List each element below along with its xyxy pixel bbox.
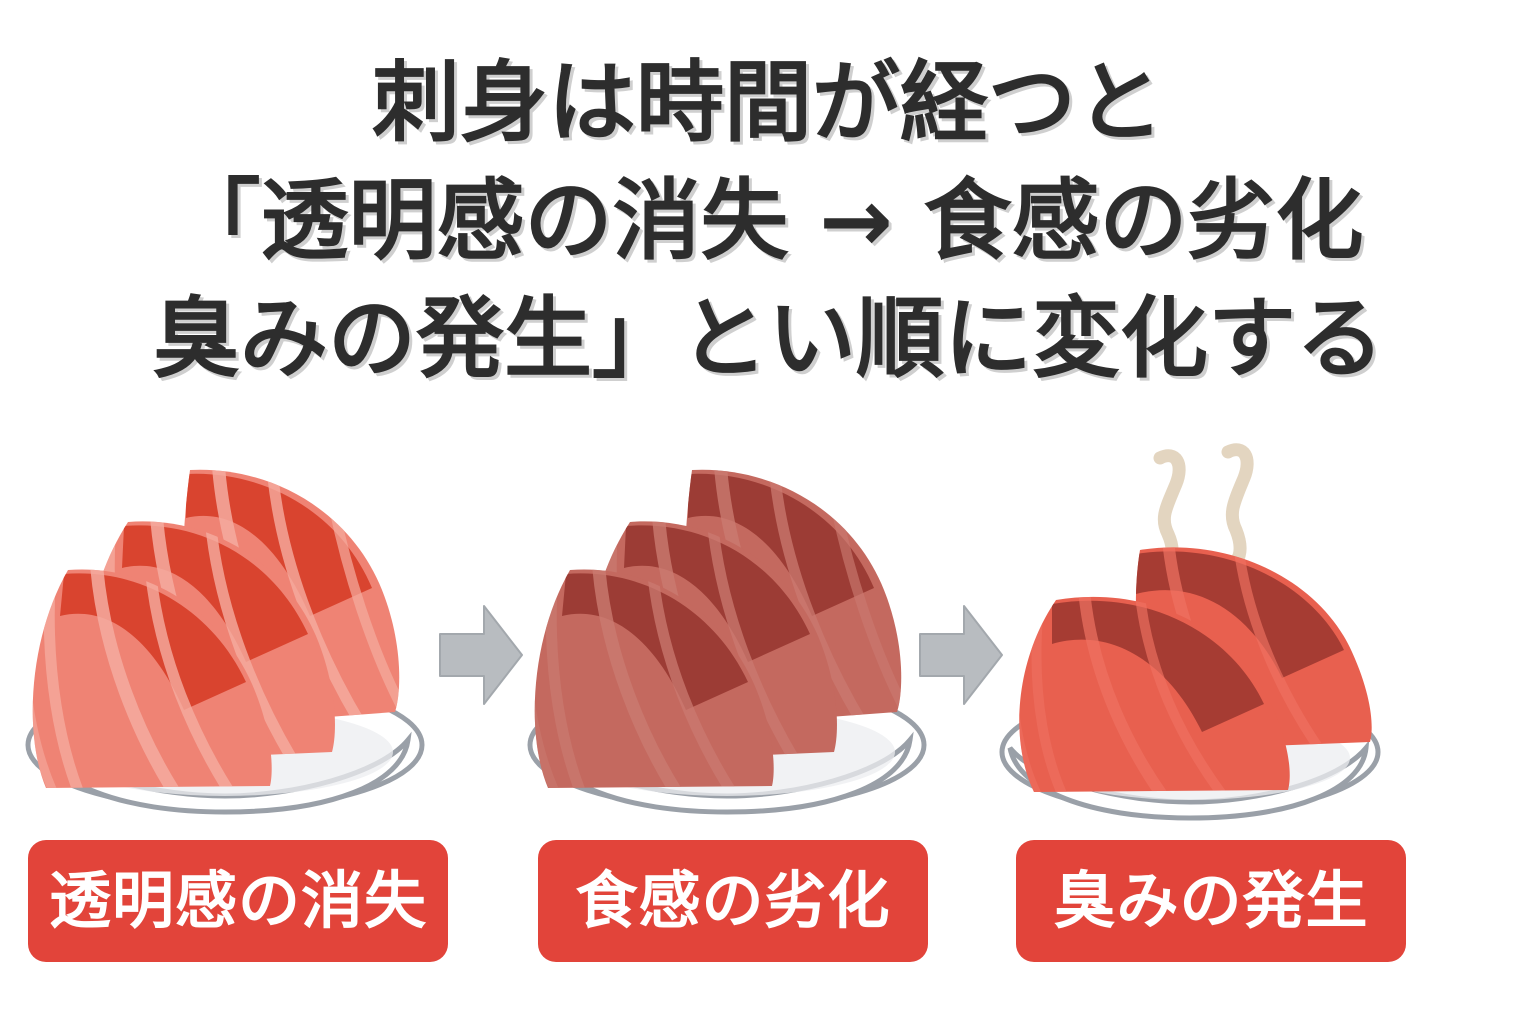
page-title-line-2: 「透明感の消失 → 食感の劣化 <box>172 169 1364 272</box>
stage-label-row: 透明感の消失 食感の劣化 臭みの発生 <box>0 840 1536 970</box>
stage-3-illustration <box>990 440 1420 840</box>
smelly-sashimi-on-plate-icon <box>999 443 1381 821</box>
label-odor-onset-text: 臭みの発生 <box>1053 864 1369 937</box>
dull-sashimi-on-plate-icon <box>527 469 927 815</box>
page-title: 刺身は時間が経つと 「透明感の消失 → 食感の劣化 臭みの発生」とい順に変化する <box>0 44 1536 398</box>
page-title-line-3: 臭みの発生」とい順に変化する <box>151 287 1384 390</box>
arrow-stage-2-to-3 <box>916 600 1006 710</box>
label-odor-onset[interactable]: 臭みの発生 <box>1016 840 1406 962</box>
label-texture-degradation-text: 食感の劣化 <box>575 864 891 937</box>
stage-2-illustration <box>512 440 942 840</box>
fresh-sashimi-on-plate-icon <box>25 469 425 815</box>
right-arrow-icon <box>919 605 1003 705</box>
right-arrow-icon <box>439 605 523 705</box>
label-transparency-loss-text: 透明感の消失 <box>48 864 427 937</box>
label-texture-degradation[interactable]: 食感の劣化 <box>538 840 928 962</box>
sashimi-slice-front <box>1019 596 1290 792</box>
arrow-stage-1-to-2 <box>436 600 526 710</box>
label-transparency-loss[interactable]: 透明感の消失 <box>28 840 448 962</box>
stage-illustration-row <box>0 440 1536 860</box>
stage-1-illustration <box>10 440 440 840</box>
page-title-line-1: 刺身は時間が経つと <box>371 51 1164 154</box>
smell-line-right <box>1219 443 1254 575</box>
